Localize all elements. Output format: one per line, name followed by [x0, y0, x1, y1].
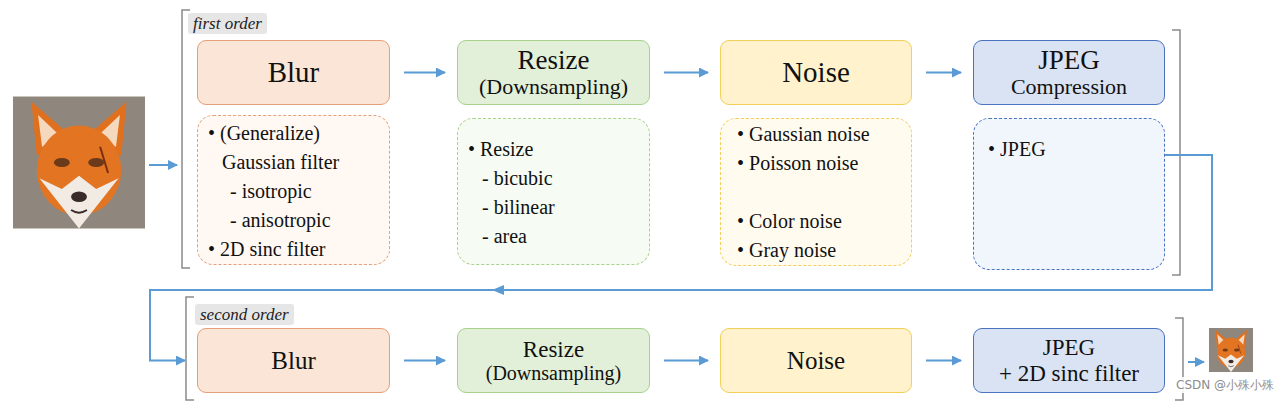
flow-arrow	[926, 360, 961, 362]
flow-arrow	[404, 360, 445, 362]
bracket	[186, 297, 194, 400]
process-box: JPEG+ 2D sinc filter	[973, 328, 1165, 393]
bracket	[1172, 30, 1180, 275]
list-item: • Gaussian noise	[737, 120, 907, 149]
input-arrow	[149, 164, 177, 166]
bracket	[182, 10, 190, 268]
list-item: • (Generalize) Gaussian filter	[208, 119, 385, 177]
list-item: - anisotropic	[230, 206, 385, 235]
order-label: second order	[195, 304, 294, 325]
flow-arrow	[404, 72, 445, 74]
box-title: + 2D sinc filter	[999, 361, 1139, 386]
watermark: CSDN @小殊小殊	[1174, 377, 1276, 393]
list-item: • Resize	[468, 135, 645, 164]
list-item: - bicubic	[482, 164, 645, 193]
process-box: Noise	[720, 40, 912, 105]
list-item: - bilinear	[482, 193, 645, 222]
input-image	[13, 97, 145, 229]
list-item: - area	[482, 222, 645, 251]
box-title: (Downsampling)	[486, 362, 622, 384]
list-item: • Poisson noise	[737, 149, 907, 178]
list-item: • 2D sinc filter	[208, 235, 385, 264]
output-arrow	[1188, 361, 1204, 363]
box-title: Resize	[518, 46, 590, 76]
detail-box: • JPEG	[973, 118, 1165, 270]
detail-box: • (Generalize) Gaussian filter- isotropi…	[197, 115, 390, 265]
detail-box: • Gaussian noise• Poisson noise • Color n…	[720, 118, 912, 266]
detail-box: • Resize- bicubic- bilinear- area	[457, 118, 650, 265]
box-title: Compression	[1011, 75, 1127, 99]
list-item: • Gray noise	[737, 236, 907, 265]
list-item: - isotropic	[230, 177, 385, 206]
box-title: Noise	[787, 347, 845, 375]
order-label: first order	[188, 13, 267, 34]
list-item: • Color noise	[737, 207, 907, 236]
process-box: Blur	[197, 328, 390, 393]
flow-arrow	[926, 72, 961, 74]
box-title: JPEG	[1038, 46, 1100, 76]
flow-arrow	[664, 360, 708, 362]
output-image	[1209, 328, 1253, 372]
box-title: Resize	[523, 337, 584, 362]
box-title: Noise	[782, 57, 850, 89]
box-title: Blur	[271, 347, 315, 375]
flow-arrow	[664, 72, 708, 74]
box-title: Blur	[268, 57, 320, 89]
box-title: JPEG	[1043, 335, 1095, 360]
process-box: Noise	[720, 328, 912, 393]
process-box: JPEGCompression	[973, 40, 1165, 105]
list-item: • JPEG	[988, 135, 1160, 164]
process-box: Blur	[197, 40, 390, 105]
box-title: (Downsampling)	[479, 75, 628, 99]
process-box: Resize(Downsampling)	[457, 328, 650, 393]
process-box: Resize(Downsampling)	[457, 40, 650, 105]
